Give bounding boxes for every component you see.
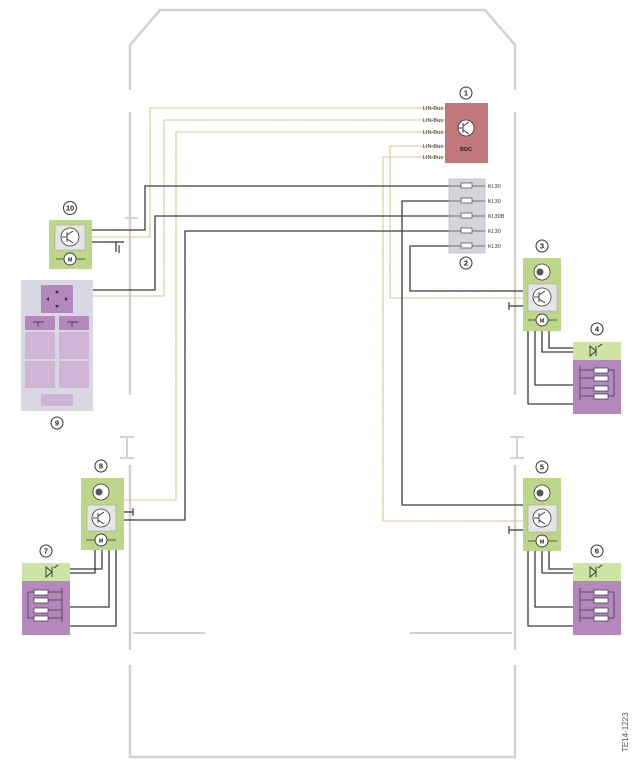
callout-3: 3 (535, 239, 549, 253)
transistor-icon (534, 511, 546, 525)
motor-icon (535, 313, 549, 327)
callout-8: 8 (94, 459, 108, 473)
motor-label: M (540, 319, 545, 325)
motor-icon (94, 533, 108, 547)
lin-bus-label: LIN-Bus (423, 144, 443, 150)
lin-bus-wires (92, 107, 523, 522)
transistor-icon (534, 290, 546, 304)
led-icon (589, 564, 603, 578)
power-wires (92, 185, 523, 534)
callout-1: 1 (459, 86, 473, 100)
vehicle-outline (120, 8, 524, 759)
led-icon (45, 564, 59, 578)
motor-label: M (99, 539, 104, 545)
transistor-icon (458, 121, 470, 135)
window-switch-6 (573, 563, 621, 635)
transistor-icon (62, 230, 74, 244)
motor-icon (535, 534, 549, 548)
bdc-label: BDC (460, 147, 472, 153)
svg-text:6: 6 (595, 547, 599, 556)
window-lifter-module-10: M (49, 220, 92, 269)
callout-2: 2 (459, 256, 473, 270)
motor-label: M (68, 258, 73, 264)
svg-text:5: 5 (540, 463, 544, 472)
window-lifter-module-8: M (81, 478, 124, 550)
svg-text:1: 1 (464, 89, 468, 98)
callout-4: 4 (590, 322, 604, 336)
transistor-icon (93, 511, 105, 525)
window-lifter-module-5: M (523, 478, 561, 551)
callout-6: 6 (590, 544, 604, 558)
svg-text:2: 2 (464, 259, 468, 268)
motor-label: M (540, 540, 545, 546)
motor-icon (63, 252, 77, 266)
callout-7: 7 (39, 544, 53, 558)
direction-arrows-icon (46, 290, 68, 308)
svg-text:4: 4 (595, 325, 600, 334)
lin-bus-label: LIN-Bus (423, 130, 443, 136)
fuse-label: Kl.30 (488, 199, 501, 205)
svg-text:3: 3 (540, 242, 544, 251)
svg-text:10: 10 (66, 204, 74, 213)
bdc-control-unit: BDC (445, 103, 488, 163)
fuse-label: Kl.30 (488, 184, 501, 190)
driver-switch-block-9 (21, 280, 93, 411)
window-switch-4 (573, 342, 621, 414)
fuse-label: Kl.30 (488, 244, 501, 250)
document-id: TE14-1223 (621, 712, 630, 752)
svg-text:7: 7 (44, 547, 48, 556)
window-lifter-module-3: M (523, 258, 561, 331)
svg-text:8: 8 (99, 462, 103, 471)
svg-text:9: 9 (55, 419, 59, 428)
fuse-carrier: Kl.30 Kl.30 Kl.30B Kl.30 Kl.30 (448, 178, 505, 254)
lin-bus-label: LIN-Bus (423, 106, 443, 112)
switch-7-wires (70, 550, 117, 627)
fuse-label: Kl.30B (488, 214, 505, 220)
lin-bus-label: LIN-Bus (423, 155, 443, 161)
lin-bus-labels: LIN-Bus LIN-Bus LIN-Bus LIN-Bus LIN-Bus (423, 106, 443, 161)
led-icon (589, 343, 603, 357)
switch-6-wires (527, 551, 573, 627)
switch-4-wires (527, 331, 573, 405)
callout-10: 10 (63, 201, 77, 215)
callout-9: 9 (50, 416, 64, 430)
lin-bus-label: LIN-Bus (423, 118, 443, 124)
window-switch-7 (22, 563, 70, 635)
callout-5: 5 (535, 460, 549, 474)
fuse-label: Kl.30 (488, 229, 501, 235)
